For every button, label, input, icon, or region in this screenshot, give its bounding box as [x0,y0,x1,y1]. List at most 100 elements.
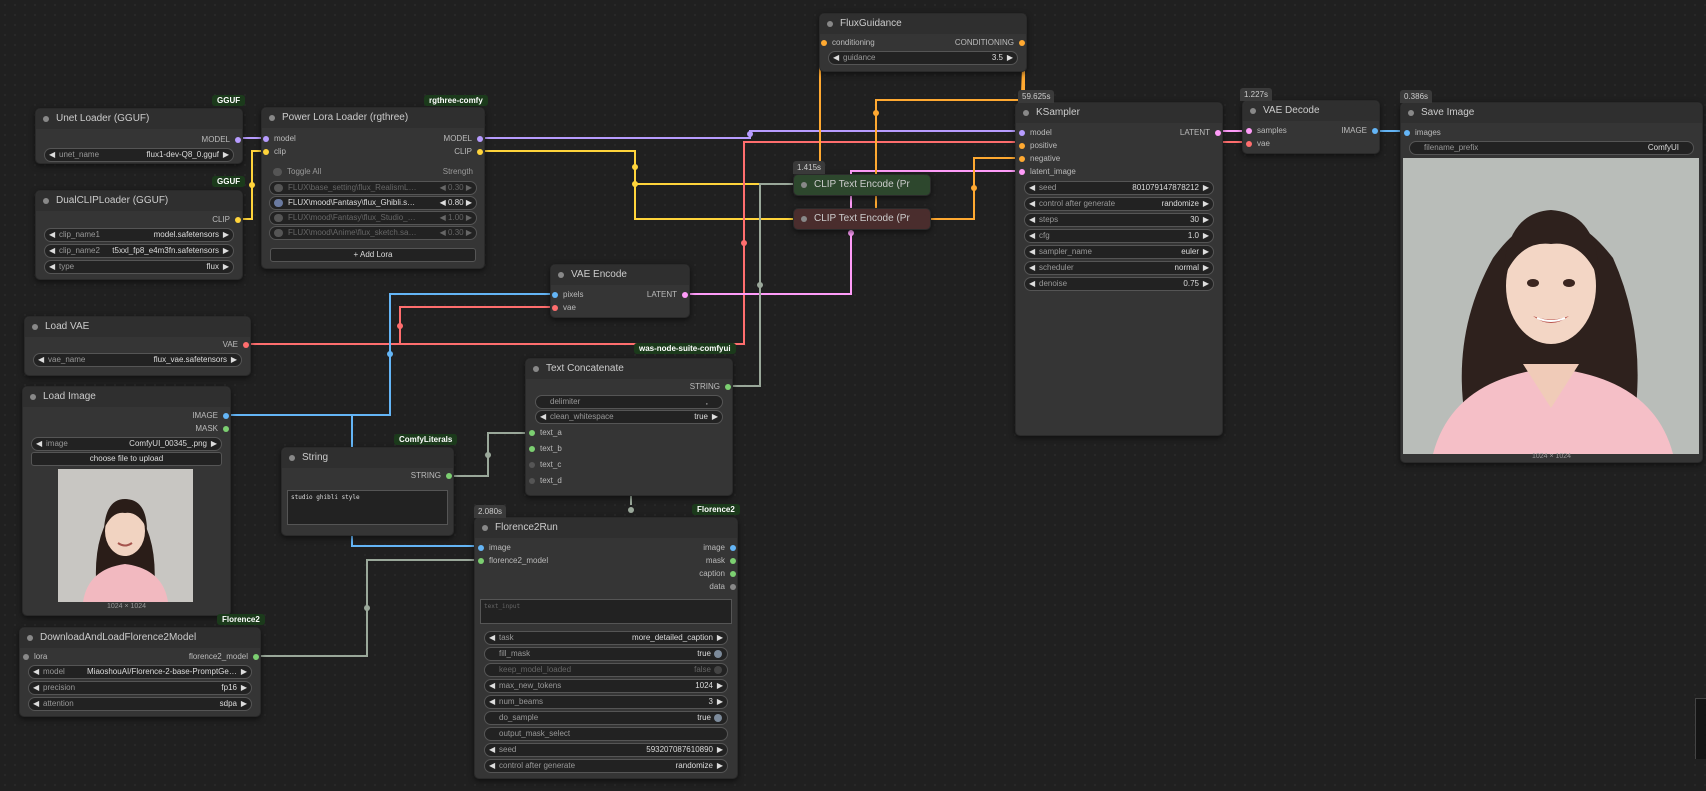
lora-item[interactable]: FLUX\mood\Fantasy\flux_Ghibli.safetensor… [269,196,477,210]
arrow-left-icon[interactable]: ◀ [36,439,43,448]
output-mask-select-field[interactable]: output_mask_select [484,727,728,741]
output-image[interactable]: image [665,542,737,554]
node-clip-text-encode-positive[interactable]: CLIP Text Encode (Pr [793,174,931,196]
node-title[interactable]: Text Concatenate [526,359,732,379]
lora-item[interactable]: FLUX\base_setting\flux_RealismLora.safet… [269,181,477,195]
arrow-right-icon[interactable]: ▶ [222,150,229,159]
output-vae[interactable]: VAE [25,339,250,351]
node-title[interactable]: Load VAE [25,317,250,337]
node-florence2-run[interactable]: Florence2Run image florence2_model image… [474,517,738,779]
arrow-right-icon[interactable]: ▶ [222,230,229,239]
lora-strength[interactable]: ◀ 0.80 ▶ [439,198,472,207]
output-string[interactable]: STRING [640,381,732,393]
node-title[interactable]: CLIP Text Encode (Pr [794,175,930,195]
string-textarea[interactable]: studio ghibli style [287,490,448,525]
guidance-number[interactable]: ◀ guidance 3.5 ▶ [828,51,1018,65]
node-load-vae[interactable]: Load VAE VAE ◀ vae_name flux_vae.safeten… [24,316,251,376]
arrow-left-icon[interactable]: ◀ [49,230,56,239]
node-clip-text-encode-negative[interactable]: CLIP Text Encode (Pr [793,208,931,230]
input-samples[interactable]: samples [1245,125,1327,137]
lora-strength[interactable]: ◀ 0.30 ▶ [439,183,472,192]
upload-button[interactable]: choose file to upload [31,452,222,466]
clip-name1-combo[interactable]: ◀ clip_name1 model.safetensors ▶ [44,228,234,242]
filename-prefix-field[interactable]: filename_prefix ComfyUI [1409,141,1694,155]
arrow-left-icon[interactable]: ◀ [49,262,56,271]
input-text-b[interactable]: text_b [528,443,620,455]
input-vae[interactable]: vae [551,302,623,314]
output-conditioning[interactable]: CONDITIONING [904,37,1026,49]
node-title[interactable]: CLIP Text Encode (Pr [794,209,930,229]
node-title[interactable]: KSampler [1016,103,1222,123]
node-load-image[interactable]: Load Image IMAGE MASK ◀ image ComfyUI_00… [22,386,231,616]
input-model[interactable]: model [262,133,354,145]
lora-strength[interactable]: ◀ 1.00 ▶ [439,213,472,222]
output-data[interactable]: data [665,581,737,593]
input-clip[interactable]: clip [262,146,354,158]
node-title[interactable]: VAE Encode [551,265,689,285]
unet-name-combo[interactable]: ◀ unet_name flux1-dev-Q8_0.gguf ▶ [44,148,234,162]
node-title[interactable]: DualCLIPLoader (GGUF) [36,191,242,211]
node-title[interactable]: Load Image [23,387,230,407]
output-mask[interactable]: mask [665,555,737,567]
input-text-a[interactable]: text_a [528,427,620,439]
output-model[interactable]: MODEL [36,134,242,146]
output-latent[interactable]: LATENT [1130,127,1222,139]
node-title[interactable]: Florence2Run [475,518,737,538]
toggle-all-switch[interactable] [273,168,282,176]
arrow-right-icon[interactable]: ▶ [222,246,229,255]
arrow-left-icon[interactable]: ◀ [38,355,45,364]
input-positive[interactable]: positive [1018,140,1120,152]
output-image[interactable]: IMAGE [23,410,230,422]
vae-name-combo[interactable]: ◀ vae_name flux_vae.safetensors ▶ [33,353,242,367]
arrow-left-icon[interactable]: ◀ [540,412,547,421]
input-latent-image[interactable]: latent_image [1018,166,1120,178]
output-mask[interactable]: MASK [23,423,230,435]
arrow-left-icon[interactable]: ◀ [49,150,56,159]
input-model[interactable]: model [1018,127,1120,139]
node-title[interactable]: FluxGuidance [820,14,1026,34]
lora-toggle[interactable] [274,184,283,192]
add-lora-button[interactable]: + Add Lora [270,248,476,262]
node-flux-guidance[interactable]: FluxGuidance conditioning CONDITIONING ◀… [819,13,1027,72]
output-string[interactable]: STRING [361,470,453,482]
lora-toggle[interactable] [274,229,283,237]
input-vae[interactable]: vae [1245,138,1327,150]
output-model[interactable]: MODEL [392,133,484,145]
node-title[interactable]: Save Image [1401,103,1702,123]
clip-name2-combo[interactable]: ◀ clip_name2 t5xxl_fp8_e4m3fn.safetensor… [44,244,234,258]
arrow-right-icon[interactable]: ▶ [230,355,237,364]
input-images[interactable]: images [1403,127,1495,139]
output-clip[interactable]: CLIP [36,214,242,226]
type-combo[interactable]: ◀ type flux ▶ [44,260,234,274]
lora-item[interactable]: FLUX\mood\Anime\flux_sketch.safetensors … [269,226,477,240]
input-negative[interactable]: negative [1018,153,1120,165]
lora-item[interactable]: FLUX\mood\Fantasy\flux_Studio_Ghibli.saf… [269,211,477,225]
input-pixels[interactable]: pixels [551,289,623,301]
node-unet-loader[interactable]: Unet Loader (GGUF) MODEL ◀ unet_name flu… [35,108,243,164]
node-vae-decode[interactable]: VAE Decode samples vae IMAGE [1242,100,1380,154]
clean-whitespace-combo[interactable]: ◀ clean_whitespace true ▶ [535,410,723,424]
node-text-concatenate[interactable]: Text Concatenate STRING delimiter , ◀ cl… [525,358,733,496]
node-title[interactable]: Power Lora Loader (rgthree) [262,108,484,128]
node-title[interactable]: Unet Loader (GGUF) [36,109,242,129]
input-conditioning[interactable]: conditioning [820,37,932,49]
input-florence2-model[interactable]: florence2_model [477,555,589,567]
input-lora[interactable]: lora [22,651,94,663]
image-combo[interactable]: ◀ image ComfyUI_00345_.png ▶ [31,437,222,451]
arrow-left-icon[interactable]: ◀ [49,246,56,255]
node-ksampler[interactable]: KSampler model positive negative latent_… [1015,102,1223,436]
